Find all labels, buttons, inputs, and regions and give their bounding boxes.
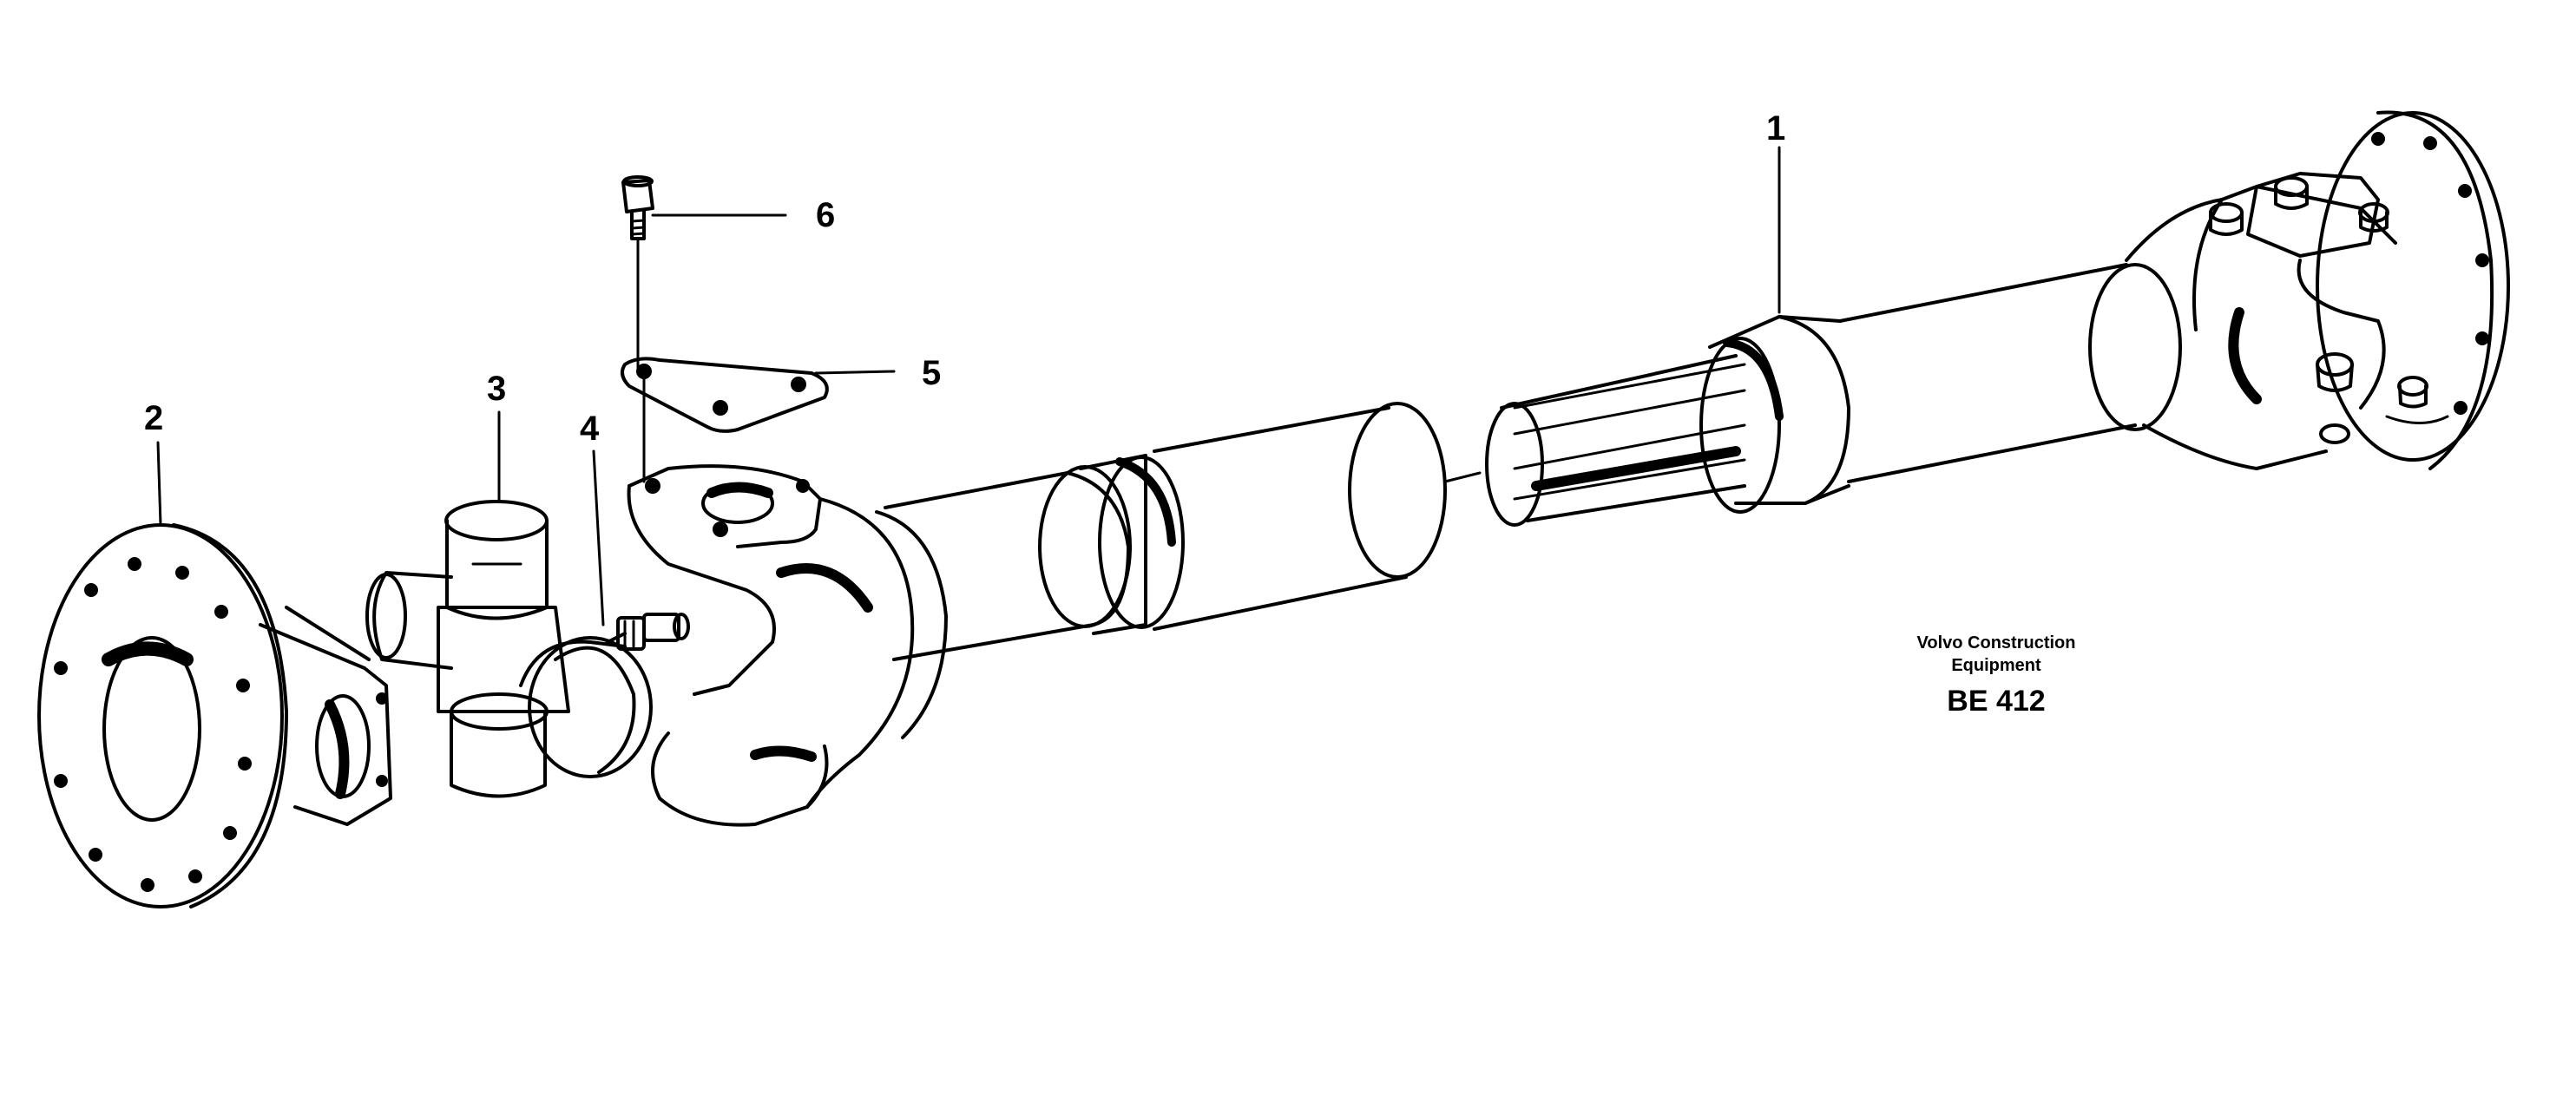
leader-5: [814, 370, 896, 375]
callout-4: 4: [580, 410, 600, 448]
credit-company-line2: Equipment: [1951, 656, 2041, 675]
propeller-shaft-assembly: [1699, 110, 2510, 514]
drawing-code: BE 412: [1947, 685, 2046, 718]
flange-yoke-left: [37, 523, 392, 908]
callout-3: 3: [487, 370, 507, 408]
callout-1: 1: [1766, 109, 1786, 148]
leader-4: [592, 449, 605, 626]
credit-block: Volvo Construction Equipment BE 412: [1917, 632, 2076, 720]
universal-joint-spider: [365, 500, 653, 798]
credit-company: Volvo Construction: [1916, 633, 2076, 653]
shaft-yoke-left: [627, 464, 948, 827]
lock-plate: [620, 357, 829, 483]
leader-lines: [156, 146, 1781, 626]
axis-line: [1443, 471, 1482, 483]
callout-2: 2: [144, 399, 164, 437]
callout-6: 6: [816, 196, 836, 234]
callout-5: 5: [922, 354, 942, 392]
shaft-tube-left: [884, 402, 1447, 661]
bolt: [621, 175, 654, 375]
leader-2: [156, 441, 162, 527]
grease-nipple: [606, 613, 690, 651]
